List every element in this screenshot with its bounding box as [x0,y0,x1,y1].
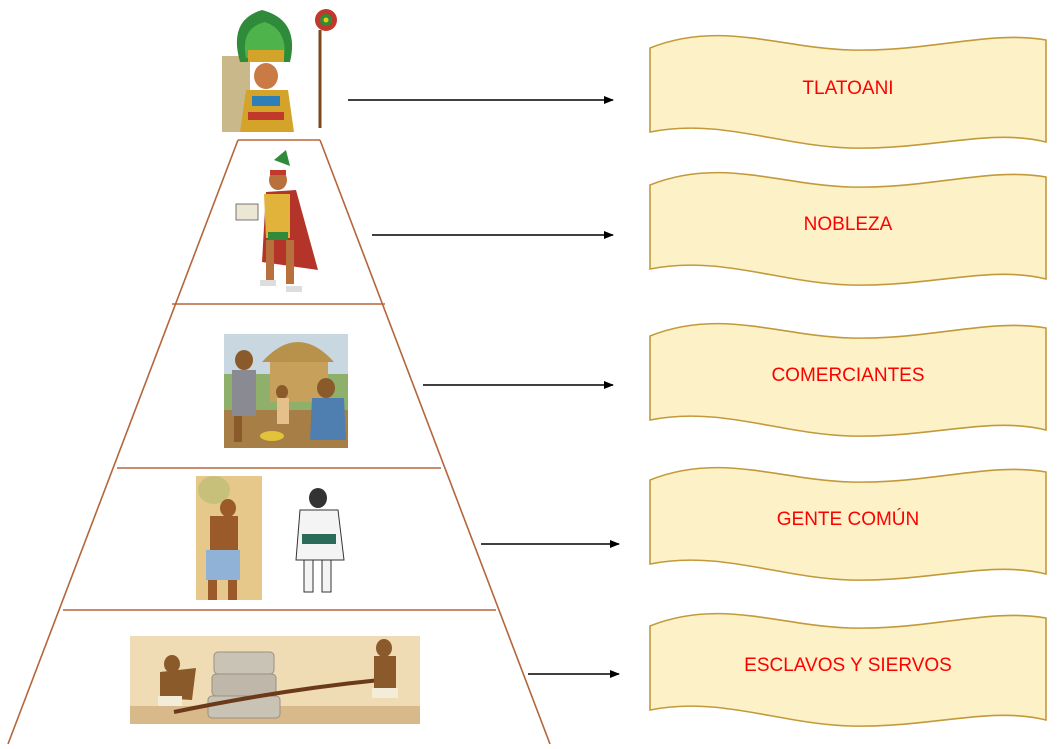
pyramid [7,139,551,745]
noble-figure [235,150,318,292]
arrows [348,96,620,678]
label-comerciantes: COMERCIANTES [771,365,925,386]
pyramid-right-edge [319,139,551,745]
merchants-scene [224,334,348,448]
label-esclavos-y-siervos: ESCLAVOS Y SIERVOS [744,655,952,676]
banner-gente-comun [649,466,1047,581]
pyramid-left-edge [7,139,239,745]
banner-comerciantes [649,322,1047,437]
label-tlatoani: TLATOANI [802,78,894,99]
label-nobleza: NOBLEZA [803,214,893,235]
banner-nobleza [649,171,1047,286]
label-gente-comun: GENTE COMÚN [776,509,920,530]
slaves-pulling-stone-scene [130,636,420,724]
banner-esclavos [649,612,1047,727]
banners [649,34,1047,727]
commoners-figures [196,476,345,600]
banner-tlatoani [649,34,1047,149]
tlatoani-ruler-figure [222,9,337,132]
